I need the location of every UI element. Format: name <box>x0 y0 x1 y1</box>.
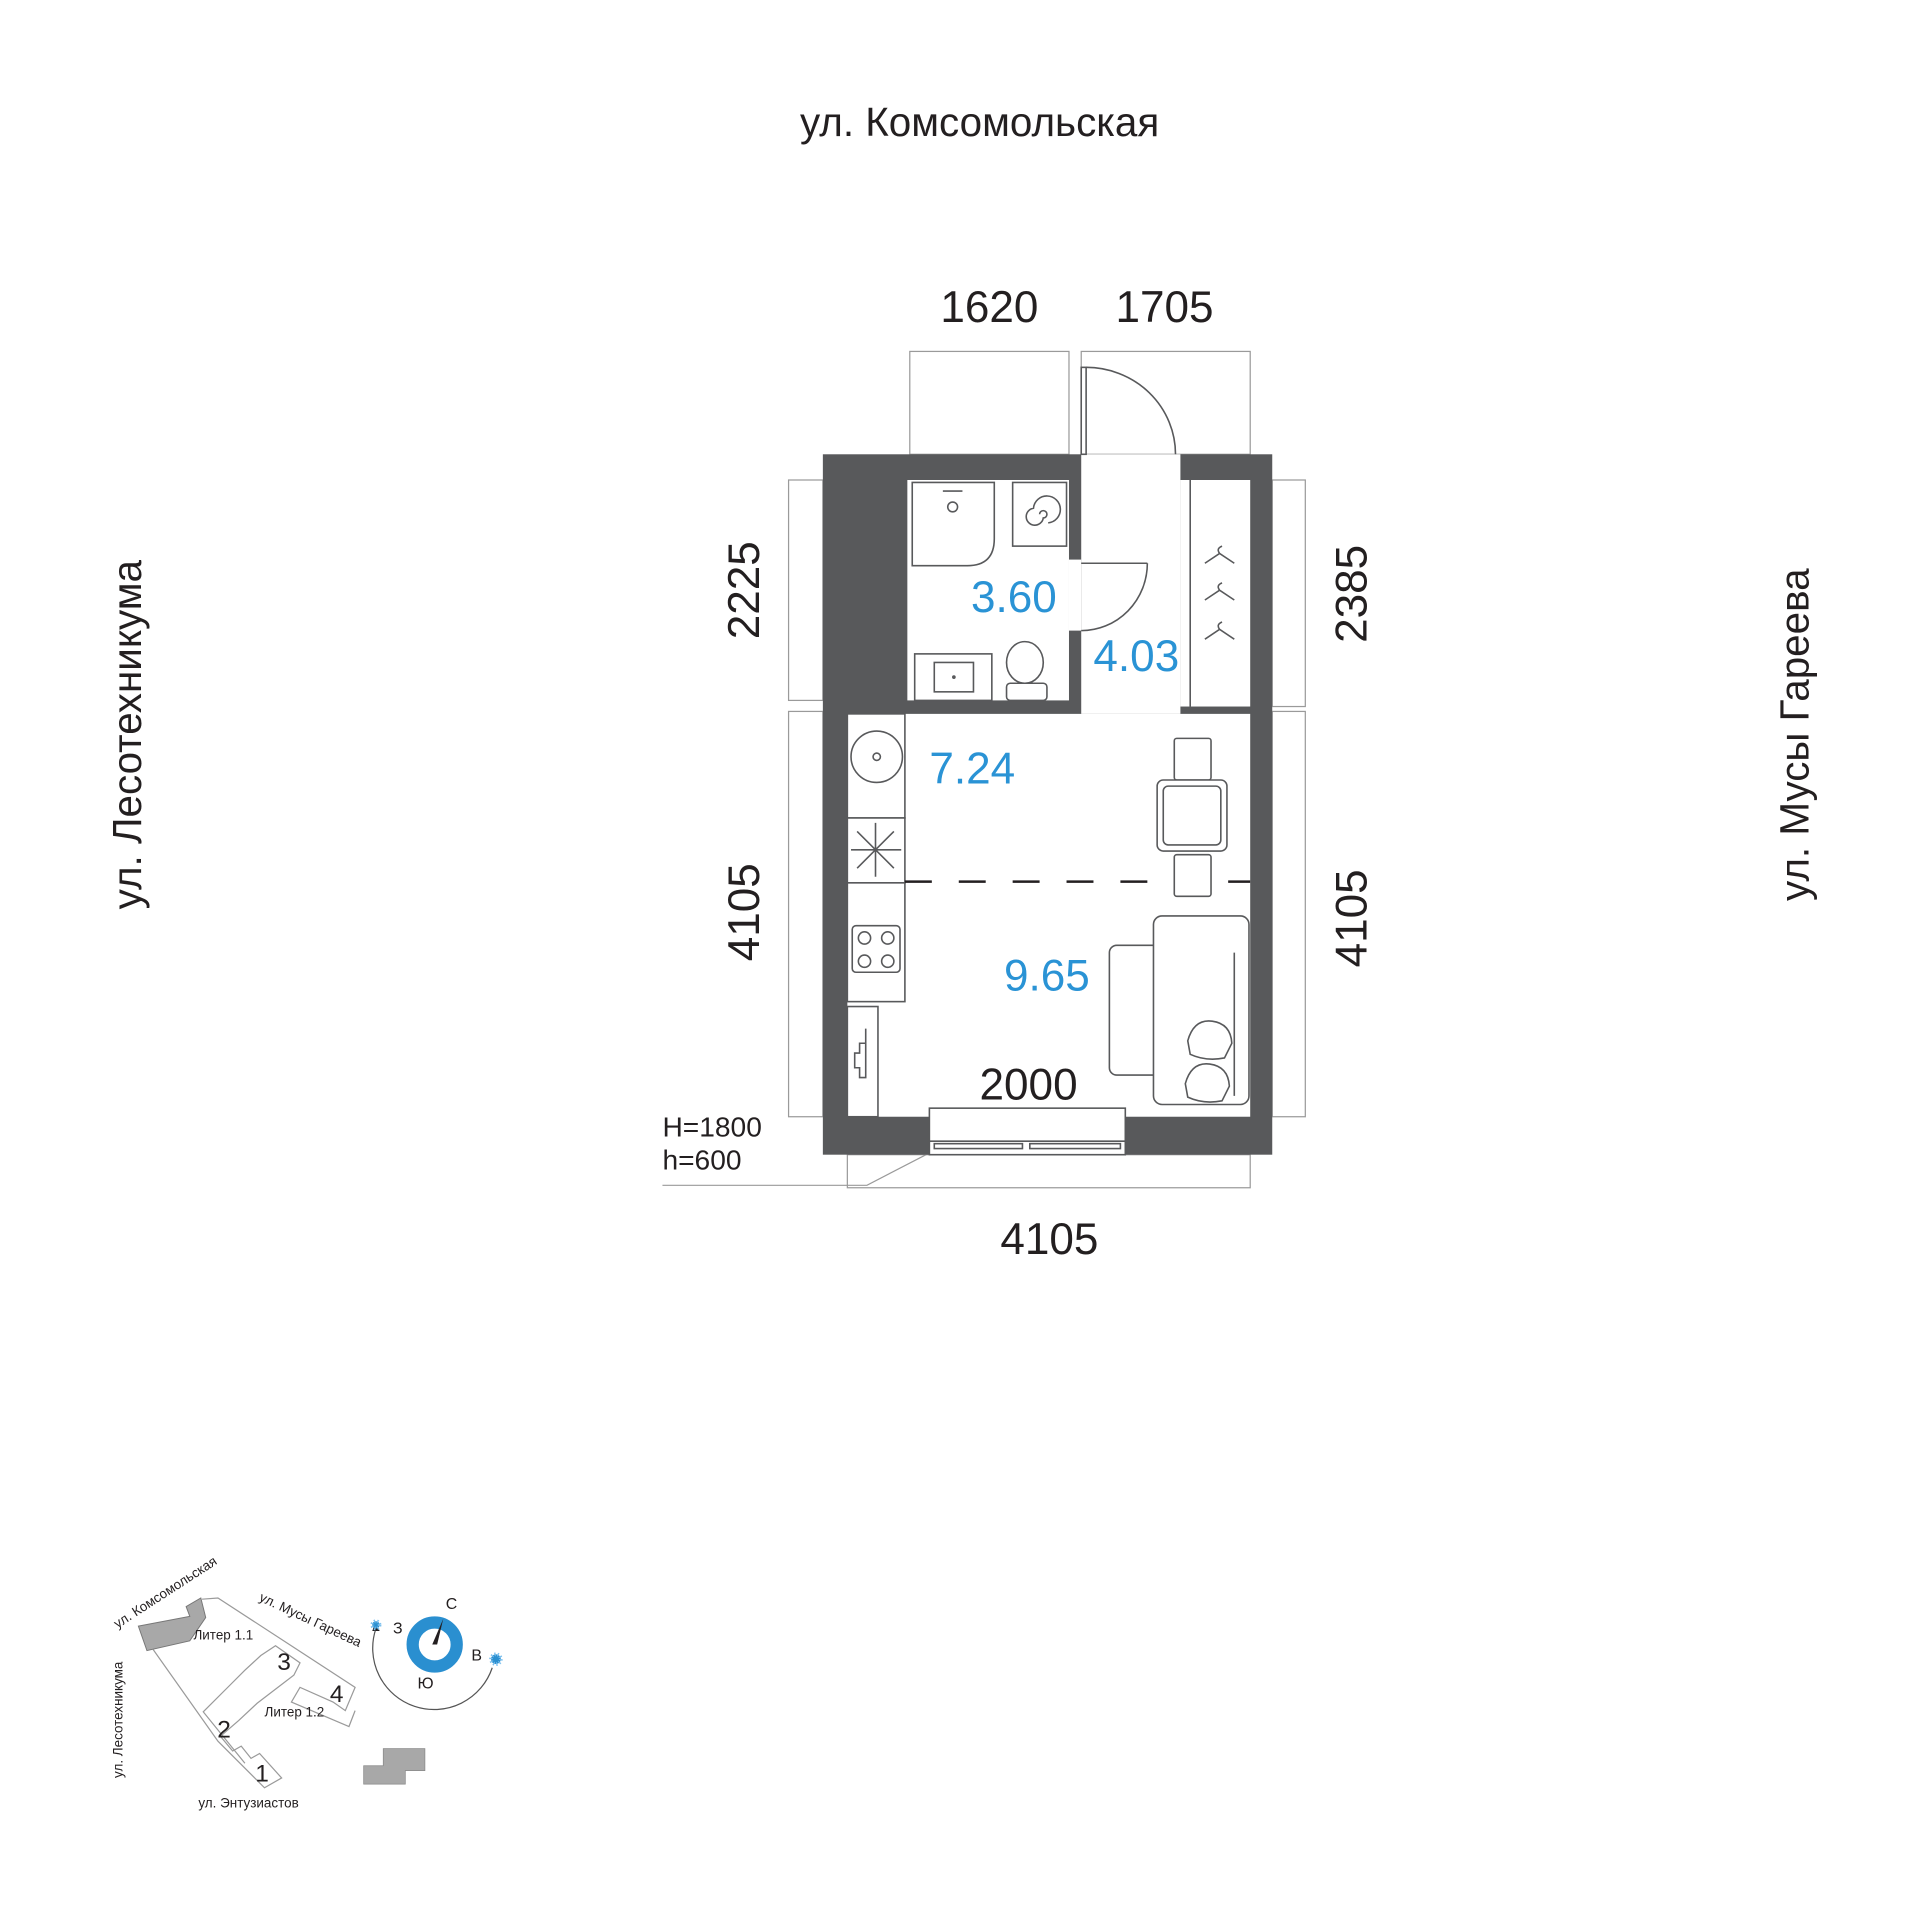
compass-north: С <box>446 1596 458 1613</box>
shower-icon <box>911 481 996 567</box>
entrance-door[interactable] <box>1080 366 1177 456</box>
dimension-right-upper: 2385 <box>1328 545 1377 643</box>
compass-east: В <box>471 1647 482 1664</box>
toilet-icon <box>1005 640 1048 702</box>
window-sill-height-label: h=600 <box>662 1144 741 1175</box>
dimension-bottom: 4105 <box>1000 1215 1098 1264</box>
sunset-icon <box>370 1619 382 1631</box>
minimap-section-4: 4 <box>330 1681 344 1708</box>
minimap-street-entuziastov: ул. Энтузиастов <box>198 1795 298 1810</box>
minimap-liter-1-2: Литер 1.2 <box>264 1705 324 1720</box>
washing-machine-icon <box>846 1005 879 1118</box>
wardrobe-hangers-icon <box>1204 545 1235 640</box>
street-left-label: ул. Лесотехникума <box>104 560 150 910</box>
minimap-liter-1-1: Литер 1.1 <box>193 1628 253 1643</box>
dimension-right-lower: 4105 <box>1328 869 1377 967</box>
compass-west: З <box>393 1620 403 1637</box>
window-height-label: H=1800 <box>662 1111 761 1142</box>
area-hallway: 4.03 <box>1093 632 1179 681</box>
stove-icon <box>846 882 906 1003</box>
area-kitchen: 7.24 <box>929 745 1015 794</box>
site-minimap: ул. Комсомольская ул. Мусы Гареева ул. Л… <box>110 1553 426 1810</box>
kitchen-sink-icon <box>846 713 906 819</box>
dimension-top-left: 1620 <box>940 283 1038 332</box>
minimap-street-gareeva: ул. Мусы Гареева <box>257 1590 364 1651</box>
dining-table-icon <box>1156 737 1228 898</box>
bathroom-door[interactable] <box>1081 562 1149 632</box>
street-top-label: ул. Комсомольская <box>800 99 1159 145</box>
area-living: 9.65 <box>1004 952 1090 1001</box>
minimap-street-lesotekhnikuma: ул. Лесотехникума <box>110 1661 125 1778</box>
dimension-left-upper: 2225 <box>720 541 769 639</box>
dimension-top-right: 1705 <box>1115 283 1213 332</box>
sunrise-icon <box>489 1652 503 1666</box>
window-width-label: 2000 <box>980 1061 1078 1110</box>
compass-icon: С З В Ю <box>370 1596 503 1711</box>
area-bathroom: 3.60 <box>971 573 1057 622</box>
water-heater-icon <box>1011 481 1068 547</box>
fridge-icon <box>846 817 906 884</box>
dimension-left-lower: 4105 <box>720 863 769 961</box>
minimap-section-3: 3 <box>277 1649 291 1676</box>
sofa-bed-icon <box>1108 915 1250 1106</box>
compass-south: Ю <box>418 1676 434 1693</box>
sink-icon <box>913 653 993 702</box>
street-right-label: ул. Мусы Гареева <box>1772 568 1818 901</box>
minimap-section-2: 2 <box>217 1717 231 1744</box>
minimap-section-1: 1 <box>255 1761 269 1788</box>
